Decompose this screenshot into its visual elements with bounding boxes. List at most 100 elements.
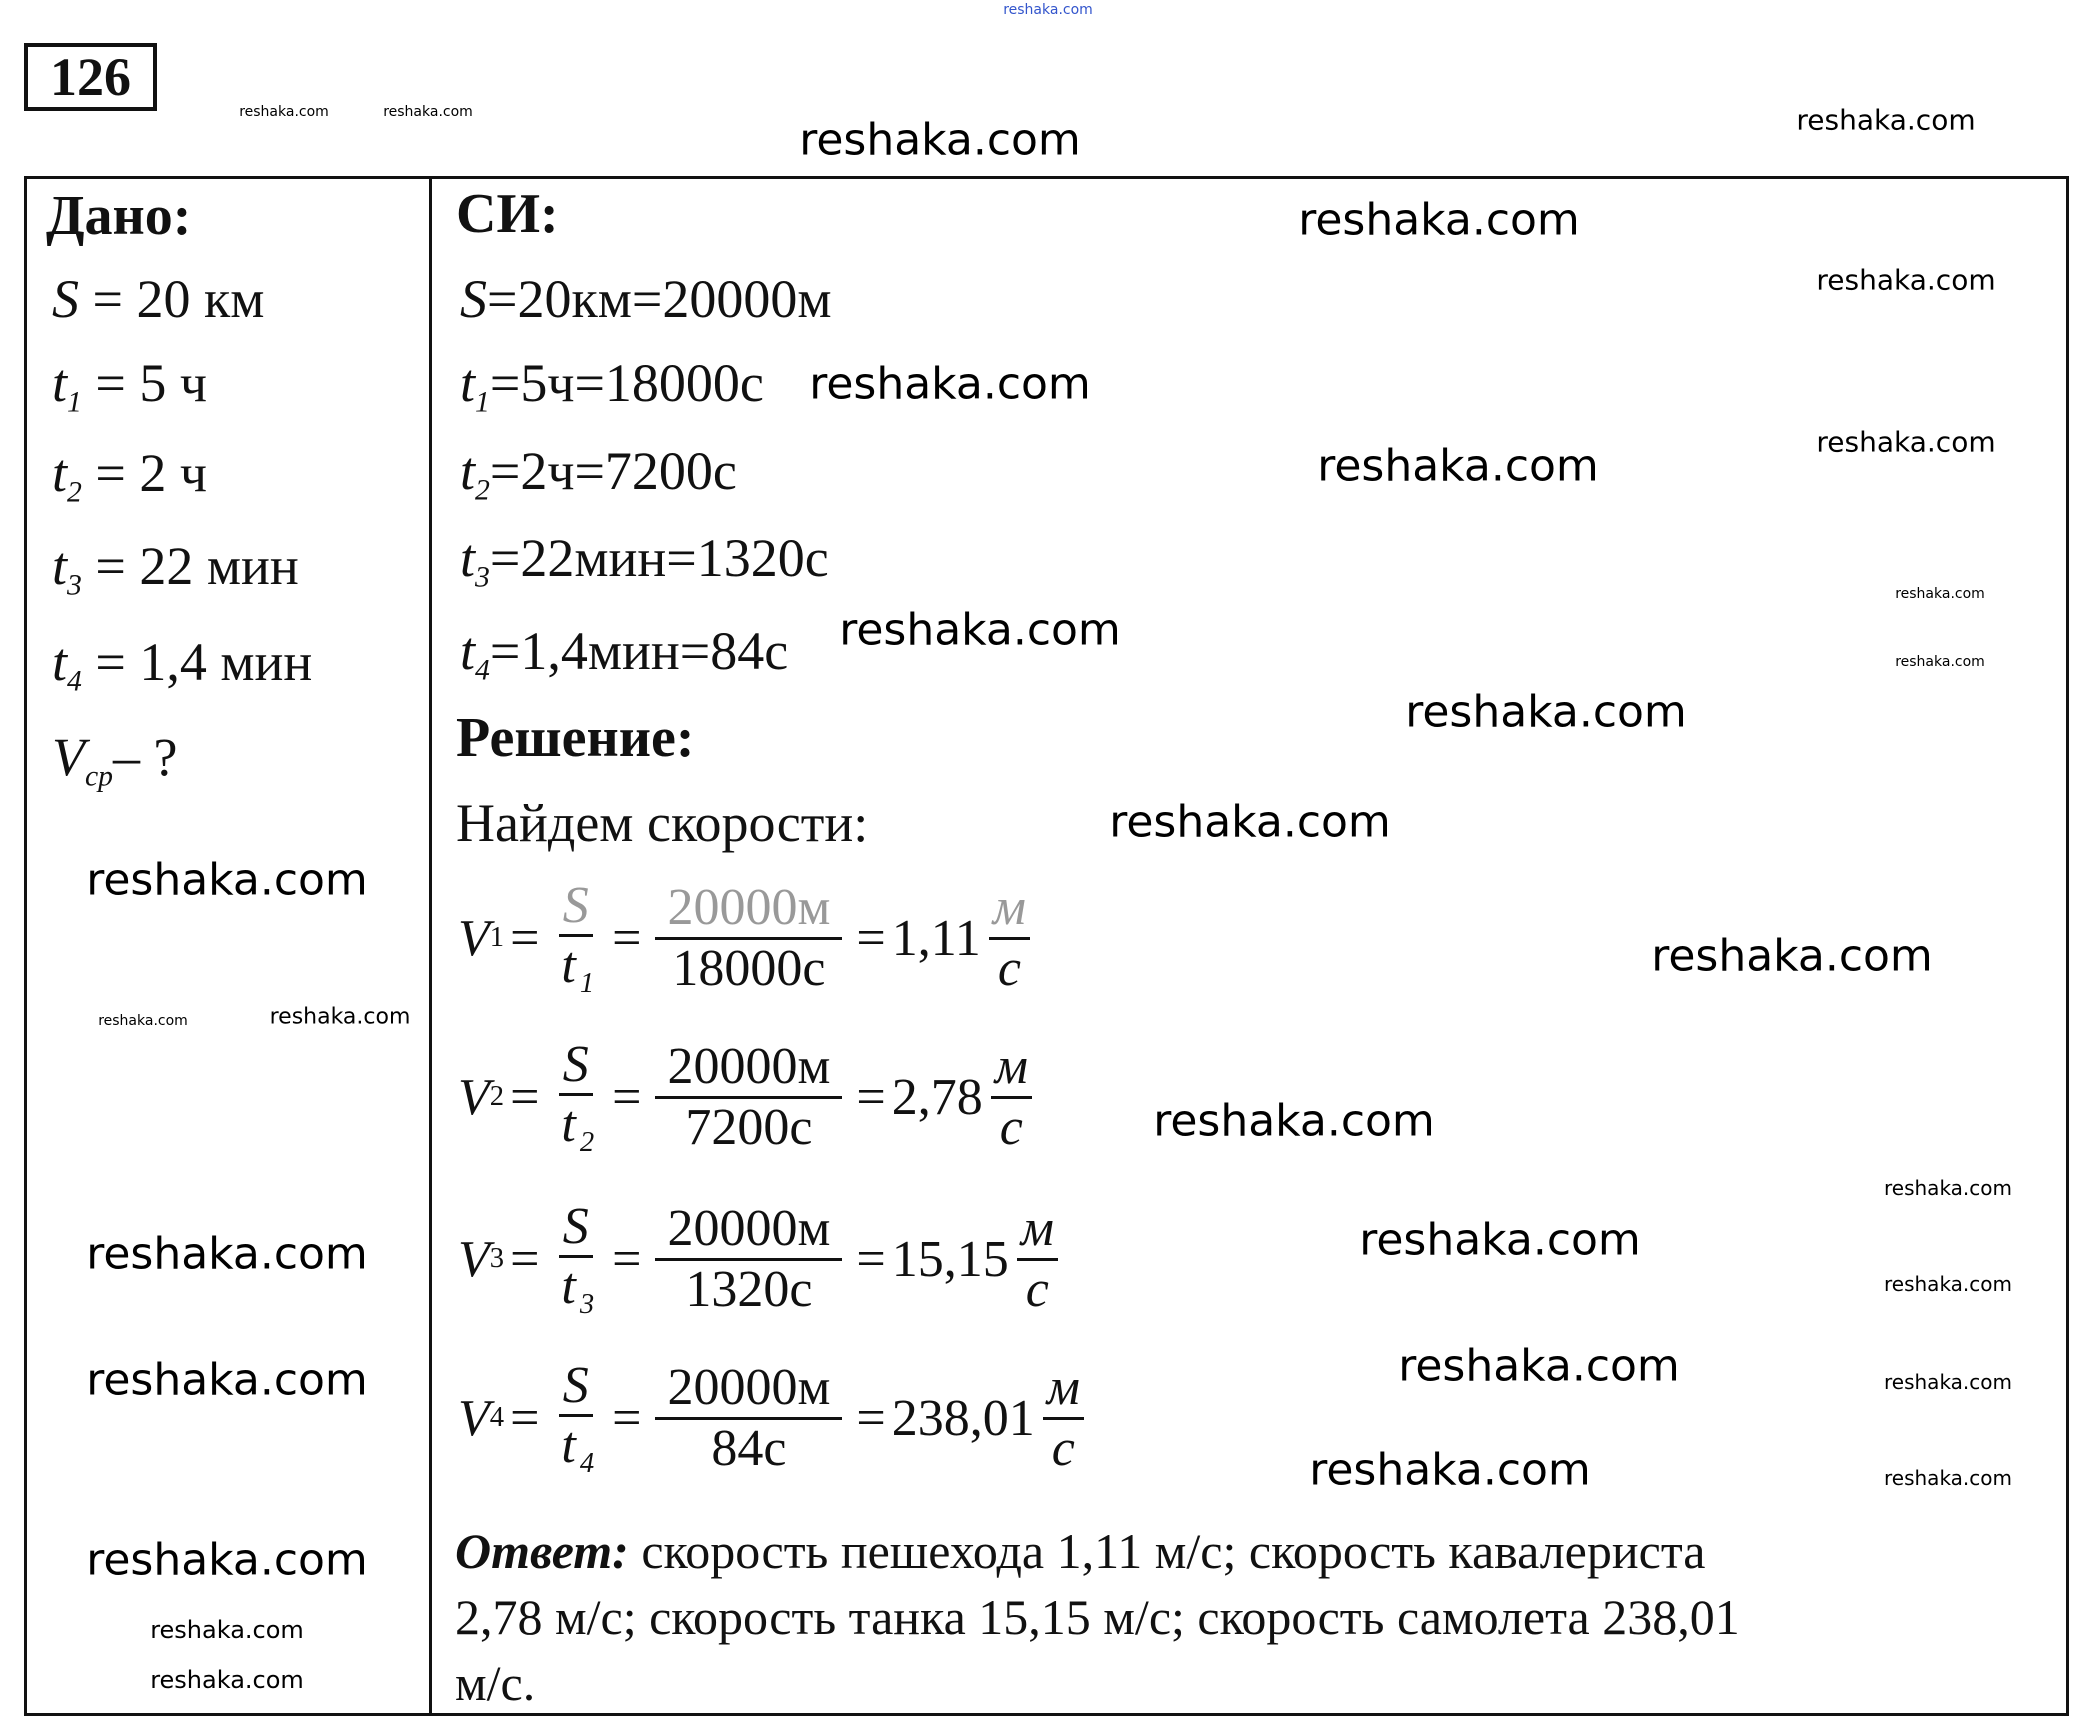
watermark: reshaka.com [1317, 440, 1599, 492]
given-line: Vср– ? [52, 726, 178, 793]
watermark: reshaka.com [383, 104, 473, 120]
variable: S [52, 269, 79, 329]
value: = 5 ч [81, 353, 207, 413]
unit-numerator: м [1042, 1359, 1084, 1420]
watermark: reshaka.com [809, 358, 1091, 410]
watermark: reshaka.com [1816, 263, 1996, 297]
watermark: reshaka.com [1298, 194, 1580, 246]
watermark: reshaka.com [1109, 796, 1391, 848]
result: 1,11 [891, 909, 981, 967]
numerator: 20000м [655, 1359, 843, 1420]
equals: = [856, 1068, 886, 1126]
watermark: reshaka.com [1405, 686, 1687, 738]
equals: = [612, 909, 642, 967]
given-line: t4 = 1,4 мин [52, 631, 312, 698]
watermark: reshaka.com [1884, 1272, 2012, 1296]
answer-text-1: скорость пешехода 1,11 м/с; скорость кав… [628, 1523, 1706, 1579]
watermark: reshaka.com [269, 1004, 411, 1030]
var: t [561, 1257, 576, 1315]
variable: t [460, 353, 476, 413]
subscript: 3 [67, 569, 82, 602]
variable: t [460, 621, 476, 681]
watermark: reshaka.com [150, 1616, 304, 1644]
unit-numerator: м [988, 879, 1030, 940]
subscript: ср [85, 760, 114, 793]
watermark: reshaka.com [839, 604, 1121, 656]
subscript: 3 [579, 1288, 595, 1320]
answer-line-1: Ответ: скорость пешехода 1,11 м/с; скоро… [455, 1522, 1705, 1580]
value: =22мин=1320с [489, 528, 829, 588]
equals: = [510, 909, 540, 967]
given-title: Дано: [46, 185, 192, 247]
result: 2,78 [891, 1068, 983, 1126]
numerator: 20000м [655, 1200, 843, 1261]
watermark: reshaka.com [1884, 1370, 2012, 1394]
variable: V [458, 1230, 490, 1288]
subscript: 1 [67, 386, 82, 419]
answer-line-3: м/с. [455, 1655, 536, 1711]
subscript: 4 [489, 1402, 505, 1433]
watermark: reshaka.com [1895, 654, 1985, 670]
watermark: reshaka.com [1895, 586, 1985, 602]
variable: t [460, 441, 476, 501]
equals: = [510, 1068, 540, 1126]
answer-line-2: 2,78 м/с; скорость танка 15,15 м/с; скор… [455, 1589, 1740, 1645]
watermark: reshaka.com [1153, 1095, 1435, 1147]
watermark: reshaka.com [1309, 1444, 1591, 1496]
variable: V [458, 1389, 490, 1447]
equals: = [612, 1230, 642, 1288]
subscript: 1 [475, 386, 490, 419]
denominator: 1320с [685, 1260, 813, 1318]
denominator: 18000с [672, 939, 826, 997]
variable: t [52, 632, 68, 692]
subscript: 1 [579, 967, 595, 999]
subscript: 2 [579, 1126, 595, 1158]
value: = 22 мин [81, 536, 299, 596]
problem-number: 126 [24, 43, 157, 111]
equals: = [856, 1389, 886, 1447]
unit-numerator: м [1016, 1200, 1058, 1261]
unit-denominator: с [997, 939, 1021, 997]
value: =20км=20000м [487, 269, 832, 329]
subscript: 3 [489, 1243, 505, 1274]
variable: V [458, 1068, 490, 1126]
watermark: reshaka.com [86, 1228, 368, 1280]
variable: V [52, 727, 85, 787]
variable: t [52, 536, 68, 596]
subscript: 2 [67, 476, 82, 509]
watermark: reshaka.com [1003, 2, 1093, 18]
value: =5ч=18000с [489, 353, 764, 413]
si-line: t4=1,4мин=84с [460, 620, 788, 687]
denominator: 7200с [685, 1098, 813, 1156]
solution-intro: Найдем скорости: [456, 793, 869, 853]
watermark: reshaka.com [1816, 425, 1996, 459]
equals: = [856, 1230, 886, 1288]
solution-table [24, 176, 2069, 1716]
si-line: t3=22мин=1320с [460, 527, 829, 594]
given-line: t2 = 2 ч [52, 442, 207, 509]
solution-title: Решение: [456, 707, 695, 769]
subscript: 3 [475, 561, 490, 594]
watermark: reshaka.com [799, 114, 1081, 166]
numerator: S [558, 1036, 593, 1096]
watermark: reshaka.com [1884, 1466, 2012, 1490]
subscript: 2 [475, 474, 490, 507]
si-line: S=20км=20000м [460, 268, 832, 335]
numerator: 20000м [655, 879, 843, 940]
